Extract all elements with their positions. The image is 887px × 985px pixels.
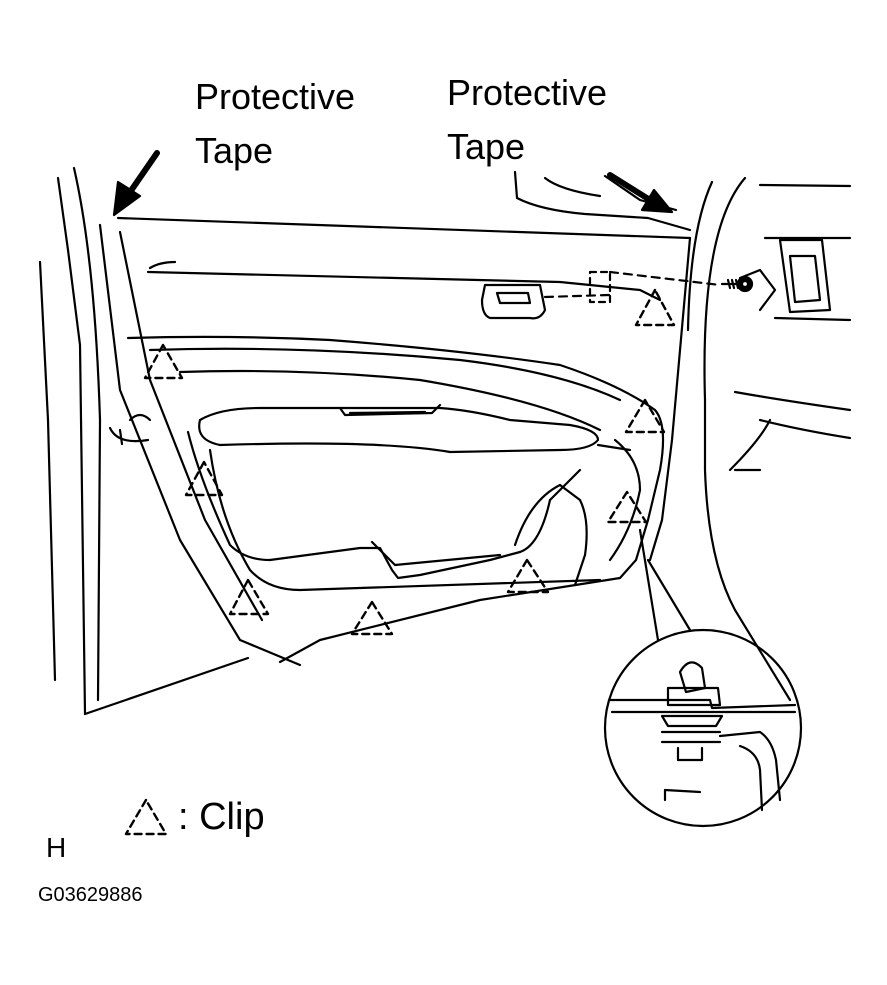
clip-marker (636, 290, 674, 325)
dashed-triangle-clip-icon (126, 800, 166, 834)
clip-marker (352, 602, 392, 634)
tape-arrow-left (114, 153, 157, 215)
figure-code: G03629886 (38, 884, 143, 906)
screw-icon (722, 277, 752, 291)
clip-marker (508, 560, 548, 592)
clip-markers (145, 290, 674, 634)
tape-label-line-2: Tape (195, 130, 274, 171)
trim-panel (110, 337, 663, 662)
tape-label-line-2: Tape (447, 126, 526, 167)
clip-marker (230, 580, 268, 614)
b-pillar (650, 178, 850, 700)
clip-marker (608, 492, 646, 522)
tape-label-line-1: Protective (447, 72, 608, 113)
clip-marker (626, 400, 664, 432)
clip-legend-label: : Clip (178, 796, 265, 838)
clip-marker (186, 462, 222, 495)
clip-marker (145, 345, 182, 378)
clip-leader (640, 530, 690, 640)
corner-letter: H (46, 832, 67, 863)
door-frame (40, 168, 300, 714)
tape-arrow-right (610, 175, 672, 212)
clip-detail-zoom (605, 630, 801, 826)
door-handle-pocket (482, 272, 720, 318)
tape-label-line-1: Protective (195, 76, 356, 117)
armrest (188, 405, 598, 585)
door-top-edge (118, 218, 690, 300)
protective-tape-label-left: Protective Tape (195, 70, 355, 178)
door-pocket (210, 440, 640, 590)
protective-tape-label-right: Protective Tape (447, 66, 607, 174)
